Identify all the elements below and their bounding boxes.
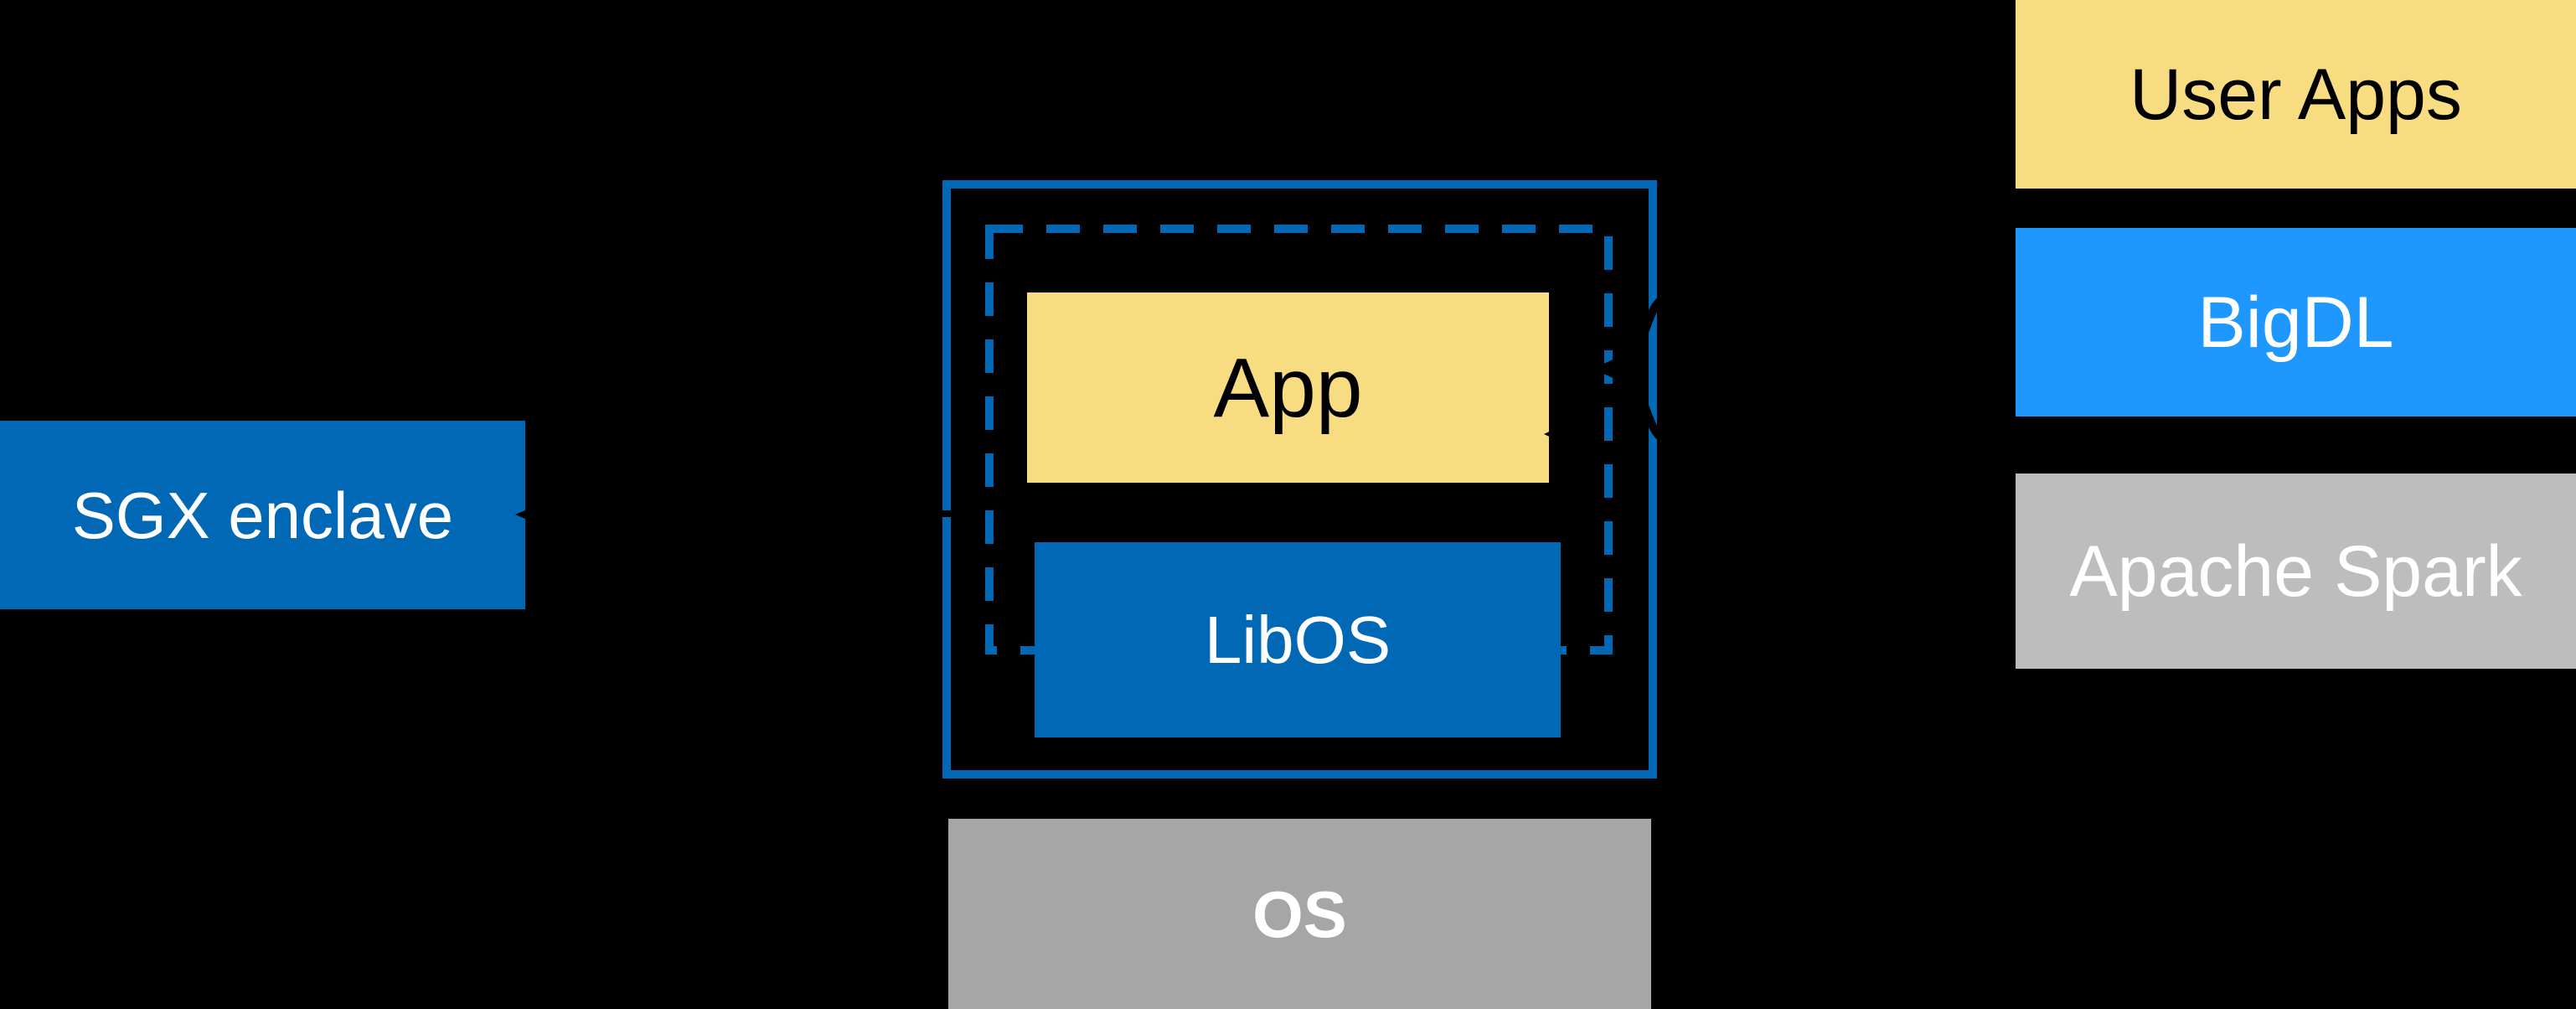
stack-bigdl-box: BigDL — [2016, 228, 2576, 417]
bigdl-label: BigDL — [2197, 282, 2394, 363]
enclave-outer-box — [942, 180, 1657, 779]
apache-spark-label: Apache Spark — [2069, 530, 2522, 612]
stack-user-apps-box: User Apps — [2016, 0, 2576, 189]
user-apps-label: User Apps — [2129, 54, 2462, 135]
os-box: OS — [948, 819, 1651, 1009]
app-label: App — [1213, 340, 1363, 435]
libos-label: LibOS — [1204, 602, 1391, 677]
libos-box: LibOS — [1035, 542, 1561, 737]
os-label: OS — [1252, 877, 1347, 951]
sgx-enclave-label-box: SGX enclave — [0, 421, 525, 609]
stack-apache-spark-box: Apache Spark — [2016, 473, 2576, 669]
sgx-enclave-label: SGX enclave — [71, 478, 454, 552]
app-box: App — [1027, 292, 1549, 483]
